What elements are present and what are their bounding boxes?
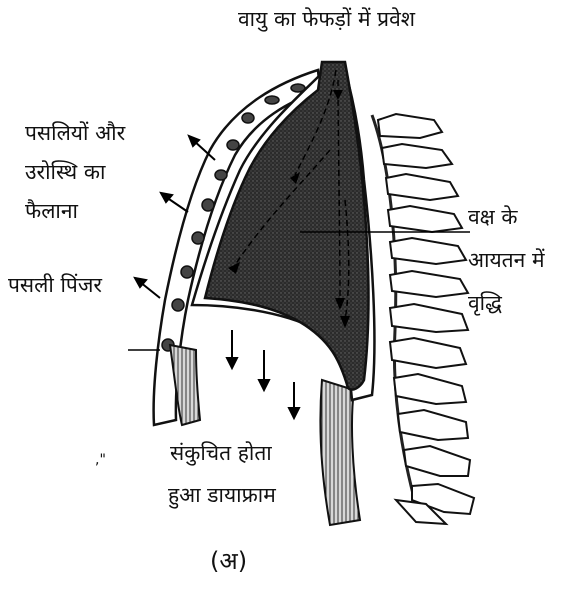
diaphragm-down-arrows: [227, 330, 299, 418]
figure-caption: (अ): [210, 544, 247, 577]
rib-cage-arrow: [135, 278, 160, 298]
diaphragm-muscle: [320, 380, 360, 525]
ribs-expand-arrow-2: [161, 193, 188, 212]
label-air-entry: वायु का फेफड़ों में प्रवेश: [238, 2, 415, 36]
label-diaphragm-line1: संकुचित होता: [170, 436, 272, 470]
spine: [372, 114, 474, 524]
label-ribs-expand-line1: पसलियों और: [25, 116, 125, 150]
label-rib-cage: पसली पिंजर: [8, 268, 102, 302]
label-chest-volume-line2: आयतन में: [468, 243, 545, 277]
label-diaphragm-line2: हुआ डायाफ्राम: [168, 478, 276, 512]
label-chest-volume-line3: वृद्धि: [468, 286, 502, 320]
label-chest-volume-line1: वक्ष के: [468, 200, 518, 234]
stray-mark: ,": [95, 452, 106, 468]
label-ribs-expand-line2: उरोस्थि का: [25, 155, 105, 189]
label-ribs-expand-line3: फैलाना: [25, 194, 78, 228]
